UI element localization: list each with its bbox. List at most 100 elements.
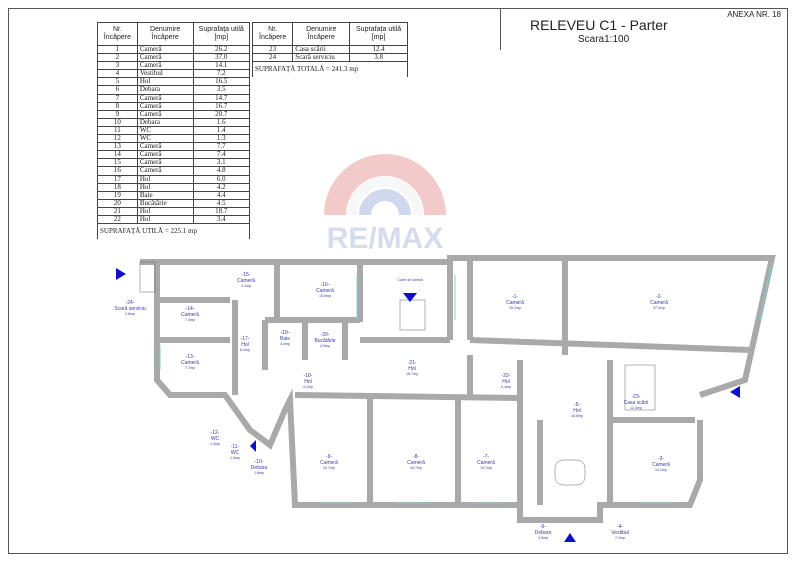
room-name: WC bbox=[211, 436, 220, 442]
page-title: RELEVEU C1 - Parter bbox=[530, 17, 668, 33]
cell-area: 14.1 bbox=[192, 61, 250, 71]
room-area: 1.3mp bbox=[210, 442, 220, 446]
cell-area: 20.7 bbox=[192, 109, 250, 119]
cell-nr: 23 bbox=[251, 44, 294, 55]
cell-area: 7.4 bbox=[192, 150, 250, 160]
room-nr: -6- bbox=[540, 524, 546, 530]
room-name: Hol bbox=[502, 379, 510, 385]
cell-nr: 21 bbox=[97, 206, 138, 216]
room-area: 14.7mp bbox=[480, 466, 492, 470]
cell-area: 1.6 bbox=[192, 117, 250, 127]
room-nr: -8- bbox=[413, 454, 419, 460]
col-nr: Nr. Încăpere bbox=[251, 22, 294, 46]
room-area: 16.7mp bbox=[410, 466, 422, 470]
windows bbox=[159, 261, 773, 504]
room-name: Baie bbox=[280, 336, 290, 342]
room-name: Debara bbox=[251, 465, 268, 471]
cell-nr: 24 bbox=[251, 53, 294, 63]
room-nr: -5- bbox=[574, 402, 580, 408]
cell-nr: 4 bbox=[97, 69, 138, 79]
cell-area: 1.4 bbox=[192, 125, 250, 136]
cell-nr: 7 bbox=[97, 93, 138, 103]
annex-number: ANEXA NR. 18 bbox=[727, 10, 781, 19]
room-nr: -2- bbox=[656, 294, 662, 300]
cell-nr: 19 bbox=[97, 190, 138, 200]
cell-nr: 11 bbox=[97, 125, 138, 136]
entry-markers bbox=[116, 268, 740, 542]
room-area: 3.1mp bbox=[241, 284, 251, 288]
cell-name: Scară serviciu bbox=[292, 53, 351, 63]
courtyard-label: Curte de lumină bbox=[397, 278, 422, 282]
room-name: WC bbox=[231, 450, 240, 456]
room-area: 1.4mp bbox=[230, 456, 240, 460]
cell-nr: 10 bbox=[97, 117, 138, 127]
cell-area: 3.5 bbox=[192, 85, 250, 95]
title-block bbox=[500, 8, 789, 50]
room-nr: -16- bbox=[321, 282, 330, 288]
cell-area: 4.4 bbox=[192, 190, 250, 200]
rooms-table-left: Nr. Încăpere Denumire Încăpere Suprafața… bbox=[97, 22, 250, 240]
room-area: 3.4mp bbox=[501, 385, 511, 389]
room-name: Cameră bbox=[320, 460, 338, 466]
room-name: Cameră bbox=[407, 460, 425, 466]
cell-nr: 2 bbox=[97, 53, 138, 63]
cell-nr: 22 bbox=[97, 214, 138, 225]
cell-area: 1.3 bbox=[192, 134, 250, 144]
room-name: Cameră bbox=[316, 288, 334, 294]
room-name: Scară serviciu bbox=[114, 306, 146, 312]
cell-nr: 15 bbox=[97, 158, 138, 168]
room-area: 37.0mp bbox=[653, 306, 665, 310]
room-area: 3.8mp bbox=[125, 312, 135, 316]
room-name: Hol bbox=[241, 342, 249, 348]
cell-area: 37.0 bbox=[192, 53, 250, 63]
cell-area: 7.2 bbox=[192, 69, 250, 79]
room-area: 12.4mp bbox=[630, 406, 642, 410]
cell-nr: 8 bbox=[97, 101, 138, 111]
room-area: 4.2mp bbox=[303, 385, 313, 389]
cell-area: 16.5 bbox=[192, 77, 250, 87]
remax-watermark: RE/MAX bbox=[324, 154, 446, 255]
cell-area: 7.7 bbox=[192, 142, 250, 152]
col-area: Suprafața utilă [mp] bbox=[349, 22, 408, 46]
room-name: Cameră bbox=[181, 360, 199, 366]
room-area: 18.7mp bbox=[406, 372, 418, 376]
room-area: 1.6mp bbox=[254, 471, 264, 475]
room-label: -12-WC1.3mp bbox=[210, 430, 220, 446]
room-name: Cameră bbox=[181, 312, 199, 318]
cell-nr: 17 bbox=[97, 174, 138, 184]
room-nr: -12- bbox=[211, 430, 220, 436]
room-nr: -24- bbox=[126, 300, 135, 306]
table-footer: SUPRAFAȚĂ UTILĂ = 225.1 mp bbox=[97, 223, 250, 240]
room-area: 4.4mp bbox=[280, 342, 290, 346]
col-name: Denumire Încăpere bbox=[136, 22, 194, 46]
entry-arrow-icon bbox=[250, 440, 256, 452]
room-nr: -3- bbox=[658, 456, 664, 462]
room-nr: -19- bbox=[281, 330, 290, 336]
room-area: 4.5mp bbox=[320, 344, 330, 348]
room-nr: -10- bbox=[255, 459, 264, 465]
cell-nr: 16 bbox=[97, 166, 138, 176]
cell-area: 3.4 bbox=[192, 214, 250, 225]
room-name: Hol bbox=[573, 408, 581, 414]
room-area: 7.7mp bbox=[185, 366, 195, 370]
room-area: 14.1mp bbox=[655, 468, 667, 472]
